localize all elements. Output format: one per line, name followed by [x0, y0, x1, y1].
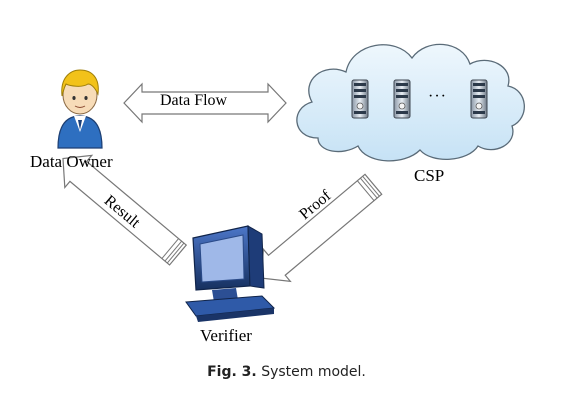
server-icon	[351, 79, 369, 119]
computer-icon	[185, 225, 276, 322]
data-flow-label: Data Flow	[160, 92, 228, 109]
result-arrow	[62, 154, 188, 266]
server-icon	[393, 79, 411, 119]
user-icon	[57, 69, 103, 149]
server-icon	[470, 79, 488, 119]
ellipsis-label: ···	[428, 88, 447, 105]
cloud-icon	[296, 43, 525, 162]
figure-number: Fig. 3.	[207, 364, 257, 380]
proof-arrow	[260, 173, 383, 283]
data-flow-arrow	[123, 82, 287, 124]
data-owner-label: Data Owner	[30, 152, 113, 171]
verifier-label: Verifier	[200, 326, 252, 345]
figure-caption: Fig. 3. System model.	[0, 364, 573, 380]
figure-caption-text: System model.	[261, 364, 366, 380]
csp-label: CSP	[414, 166, 445, 185]
